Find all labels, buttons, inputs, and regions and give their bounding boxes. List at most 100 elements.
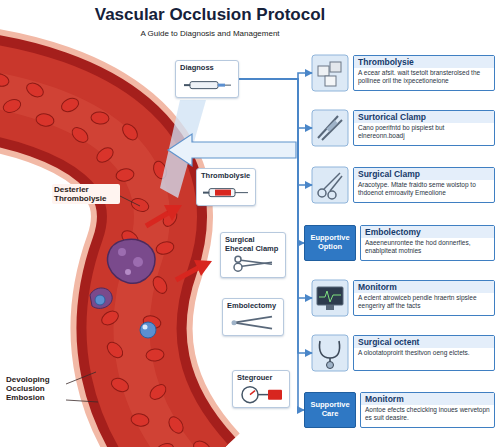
card-body: A ecear afsit. wait tsetolt bransterolse… [354,68,494,87]
card-icons [312,167,348,203]
card-icons [319,291,341,302]
blood-cells [155,240,175,256]
blood-clot [90,288,112,308]
blood-cells [166,414,186,436]
card-icons [327,362,334,369]
blood-cells [154,441,175,447]
blood-vessel [0,85,195,447]
blood-cells [24,80,46,99]
red-arrows [146,213,168,226]
leader-lines [66,372,96,384]
protocol-card: Surtorical ClampCano poerifntd bo pispie… [312,110,495,146]
card-icons [322,120,342,140]
connector [239,79,304,243]
card-panel: Surgical ClampAracotype. Mtate fraidto s… [353,167,495,203]
card-icons [317,287,343,305]
connector [239,73,312,79]
tool-box: Stegrouer [232,370,290,408]
card-icons [330,62,341,72]
blood-clot [95,295,105,305]
return-arrow [168,134,296,166]
card-heading: Thrombolysie [354,56,494,68]
card-body: Aaeeneunrontee the hod donnerfies, enabl… [361,238,494,257]
red-arrows [146,205,212,280]
tool-label: Diagnoss [180,64,234,73]
blood-cells [94,145,116,165]
card-body: Aontoe efects checicking inoues wervetop… [361,405,494,424]
tool-label: Thrombolysie [201,172,251,181]
blood-cells [115,168,135,183]
return-arrow [168,134,296,166]
card-icons [312,55,348,91]
blood-clot [140,322,156,338]
option-tag: Eupportive Option [304,225,356,261]
protocol-box: EmbolectomyAaeeneunrontee the hod donner… [360,225,495,261]
blood-cells [69,125,91,146]
tool-box: Thrombolysie [196,168,256,206]
diagram-title: Vascular Occlusion Protocol [0,5,420,25]
blood-cells [146,348,165,362]
blood-vessel [0,85,195,447]
card-heading: Monitorm [354,281,494,293]
card-panel: Surtorical ClampCano poerifntd bo pispie… [353,110,495,146]
card-body: Aracotype. Mtate fraidto seme woistop to… [354,180,494,199]
tool-box: Embolectomy [222,298,284,336]
card-panel: MonitormA eclent atrowiceb pendle hraert… [353,280,495,316]
tool-label: Embolectomy [227,302,279,311]
card-icons [328,191,336,199]
leader-lines [66,196,140,402]
blood-cells [147,382,169,403]
blood-clot [118,248,126,256]
blood-vessel [0,85,195,447]
card-body: A olootatoproirit thesitvon oeng elctets… [354,348,494,359]
card-heading: Embolectomy [361,226,494,238]
card-icons [312,335,348,371]
vessel-label: Desterler Thrombolysie [52,184,120,204]
blood-cells [59,96,80,114]
blood-cells [35,113,55,128]
card-icons [326,120,337,131]
blood-cells [0,72,10,88]
leader-lines [120,196,140,206]
blood-vessel [0,85,195,447]
blood-cells [120,121,141,143]
blood-cells [99,308,121,327]
blood-clot [133,257,143,267]
blood-cells [130,413,150,428]
card-icons [318,66,329,76]
red-arrows [194,260,212,276]
protocol-card: MonitormA eclent atrowiceb pendle hraert… [312,280,495,316]
blood-clot [143,325,148,330]
card-icons [325,76,336,86]
blood-vessel [0,85,195,447]
leader-lines [66,400,98,402]
card-icons [312,110,348,146]
blood-cells [0,72,213,447]
blood-cells [191,438,213,447]
card-heading: Monitorm [361,393,494,405]
card-icons [312,280,348,316]
protocol-card: Surgical octentA olootatoproirit thesitv… [312,335,495,371]
option-tag: Supportive Care [304,392,356,428]
card-panel: ThrombolysieA ecear afsit. wait tsetolt … [353,55,495,91]
card-body: Cano poerifntd bo pispiest but elnereonn… [354,123,494,142]
blood-cells [1,97,22,114]
tool-label: Surgical Eheceal Clamp [225,236,281,253]
red-arrows [164,205,182,221]
tool-box: Surgical Eheceal Clamp [220,232,286,278]
protocol-card: ThrombolysieA ecear afsit. wait tsetolt … [312,55,495,91]
option-label: Eupportive Option [308,234,352,251]
connector [239,79,312,128]
card-heading: Surtorical Clamp [354,111,494,123]
blood-cells [129,196,150,213]
card-heading: Surgical Clamp [354,168,494,180]
blood-clot [90,239,156,338]
vessel-label: Devoloping Occlusion Embosion [4,374,66,404]
blood-cells [104,339,125,360]
card-icons [318,189,326,197]
tool-label: Stegrouer [237,374,285,383]
subtitle: A Guide to Diagnosis and Management [0,29,420,39]
blood-cells [91,111,110,125]
tool-box: Diagnoss [175,60,239,98]
